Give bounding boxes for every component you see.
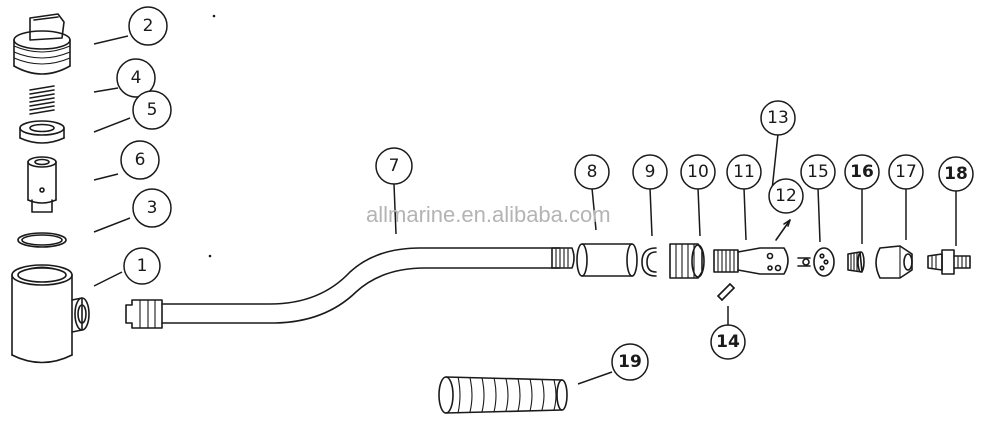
part-11-nozzle-body: [713, 247, 789, 275]
part-9-snap-ring: [641, 247, 657, 277]
svg-text:13: 13: [767, 108, 789, 128]
callout-11: 11: [726, 154, 762, 190]
svg-text:11: 11: [733, 162, 755, 182]
callout-18: 18: [938, 156, 974, 192]
part-2-threaded-cap: [13, 13, 71, 75]
speck: [208, 254, 212, 258]
part-7-tube: [125, 247, 575, 329]
part-14-dowel: [717, 283, 735, 301]
part-6-valve-body: [27, 156, 57, 213]
part-4-spring: [29, 85, 55, 115]
callout-4: 4: [116, 58, 156, 98]
svg-text:7: 7: [389, 156, 400, 176]
part-3-o-ring: [17, 232, 67, 248]
svg-text:19: 19: [618, 352, 642, 372]
callout-14: 14: [710, 324, 746, 360]
leader-lines: [93, 35, 957, 385]
part-5-seat: [19, 120, 65, 144]
callout-3: 3: [132, 188, 172, 228]
part-19-corrugated-sleeve: [438, 376, 568, 414]
callout-19: 19: [611, 343, 649, 381]
svg-text:3: 3: [147, 198, 158, 218]
callout-12: 12: [768, 178, 804, 214]
callout-15: 15: [800, 154, 836, 190]
svg-text:6: 6: [135, 150, 146, 170]
svg-text:14: 14: [716, 332, 740, 352]
svg-text:5: 5: [147, 100, 158, 120]
part-12-pin: [775, 219, 791, 241]
callout-5: 5: [132, 90, 172, 130]
callout-13: 13: [760, 100, 796, 136]
callout-2: 2: [128, 6, 168, 46]
svg-text:2: 2: [143, 16, 154, 36]
part-18-tip-fitting: [927, 249, 971, 275]
speck: [212, 14, 216, 18]
svg-text:1: 1: [137, 256, 148, 276]
part-15-disc: [797, 247, 835, 277]
svg-text:15: 15: [807, 162, 829, 182]
part-8-sleeve: [576, 243, 638, 277]
svg-text:9: 9: [645, 162, 656, 182]
callout-6: 6: [120, 140, 160, 180]
callout-1: 1: [123, 247, 161, 285]
svg-text:18: 18: [944, 164, 968, 184]
watermark-text: allmarine.en.alibaba.com: [366, 202, 611, 227]
svg-text:16: 16: [850, 162, 874, 182]
callout-17: 17: [888, 154, 924, 190]
svg-text:12: 12: [775, 186, 797, 206]
callout-16: 16: [844, 154, 880, 190]
callout-9: 9: [632, 154, 668, 190]
part-16-swirl: [847, 251, 865, 273]
part-10-knurled-nut: [669, 243, 705, 279]
callout-10: 10: [680, 154, 716, 190]
callout-7: 7: [375, 147, 413, 185]
svg-text:10: 10: [687, 162, 709, 182]
part-17-nozzle-cap: [875, 245, 913, 279]
svg-text:8: 8: [587, 162, 598, 182]
part-1-housing: [11, 264, 90, 364]
callout-8: 8: [574, 154, 610, 190]
svg-text:17: 17: [895, 162, 917, 182]
svg-text:4: 4: [131, 68, 142, 88]
